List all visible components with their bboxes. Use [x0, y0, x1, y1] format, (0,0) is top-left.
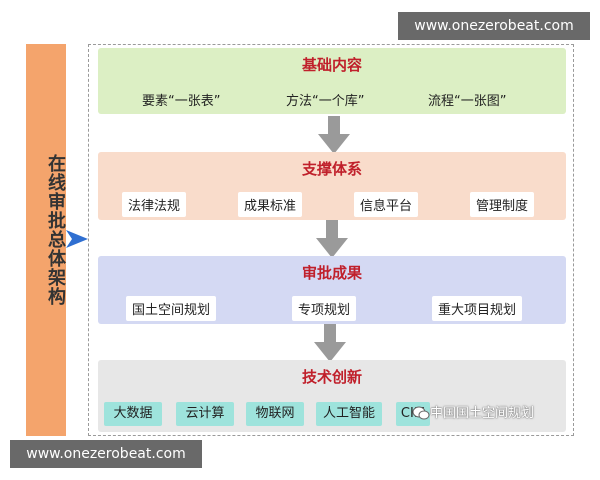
side-bar: [26, 44, 66, 436]
support-item-3: 信息平台: [354, 192, 419, 217]
right-arrow-icon: [66, 230, 88, 248]
basic-item-3: 流程“一张图”: [428, 94, 507, 109]
watermark-bottom: www.onezerobeat.com: [10, 440, 202, 468]
support-item-1: 法律法规: [122, 192, 187, 217]
approval-item-1: 国土空间规划: [126, 296, 217, 321]
band-support: 支撑体系 法律法规 成果标准 信息平台 管理制度: [98, 152, 566, 220]
tech-item-4: 人工智能: [316, 402, 382, 426]
watermark-top: www.onezerobeat.com: [398, 12, 590, 40]
band-tech-title: 技术创新: [301, 368, 362, 386]
band-basic-title: 基础内容: [301, 56, 362, 74]
footer-watermark: 中国国土空间规划: [430, 406, 535, 421]
approval-item-3: 重大项目规划: [432, 296, 523, 321]
down-arrow-icon: [314, 324, 346, 362]
tech-item-2: 云计算: [176, 402, 234, 426]
support-item-4: 管理制度: [470, 192, 535, 217]
approval-item-2: 专项规划: [292, 296, 357, 321]
down-arrow-icon: [316, 220, 348, 258]
support-item-2: 成果标准: [238, 192, 303, 217]
tech-item-1: 大数据: [104, 402, 162, 426]
basic-item-2: 方法“一个库”: [286, 94, 365, 109]
band-approval: 审批成果 国土空间规划 专项规划 重大项目规划: [98, 256, 566, 324]
down-arrow-icon: [318, 116, 350, 154]
wechat-icon: [412, 406, 430, 420]
band-support-title: 支撑体系: [301, 160, 362, 178]
side-title: 在线审批总体架构: [45, 154, 66, 306]
band-approval-title: 审批成果: [301, 264, 362, 282]
band-basic: 基础内容 要素“一张表” 方法“一个库” 流程“一张图”: [98, 48, 566, 114]
tech-item-3: 物联网: [246, 402, 304, 426]
diagram-frame: [88, 44, 574, 436]
basic-item-1: 要素“一张表”: [142, 94, 221, 109]
